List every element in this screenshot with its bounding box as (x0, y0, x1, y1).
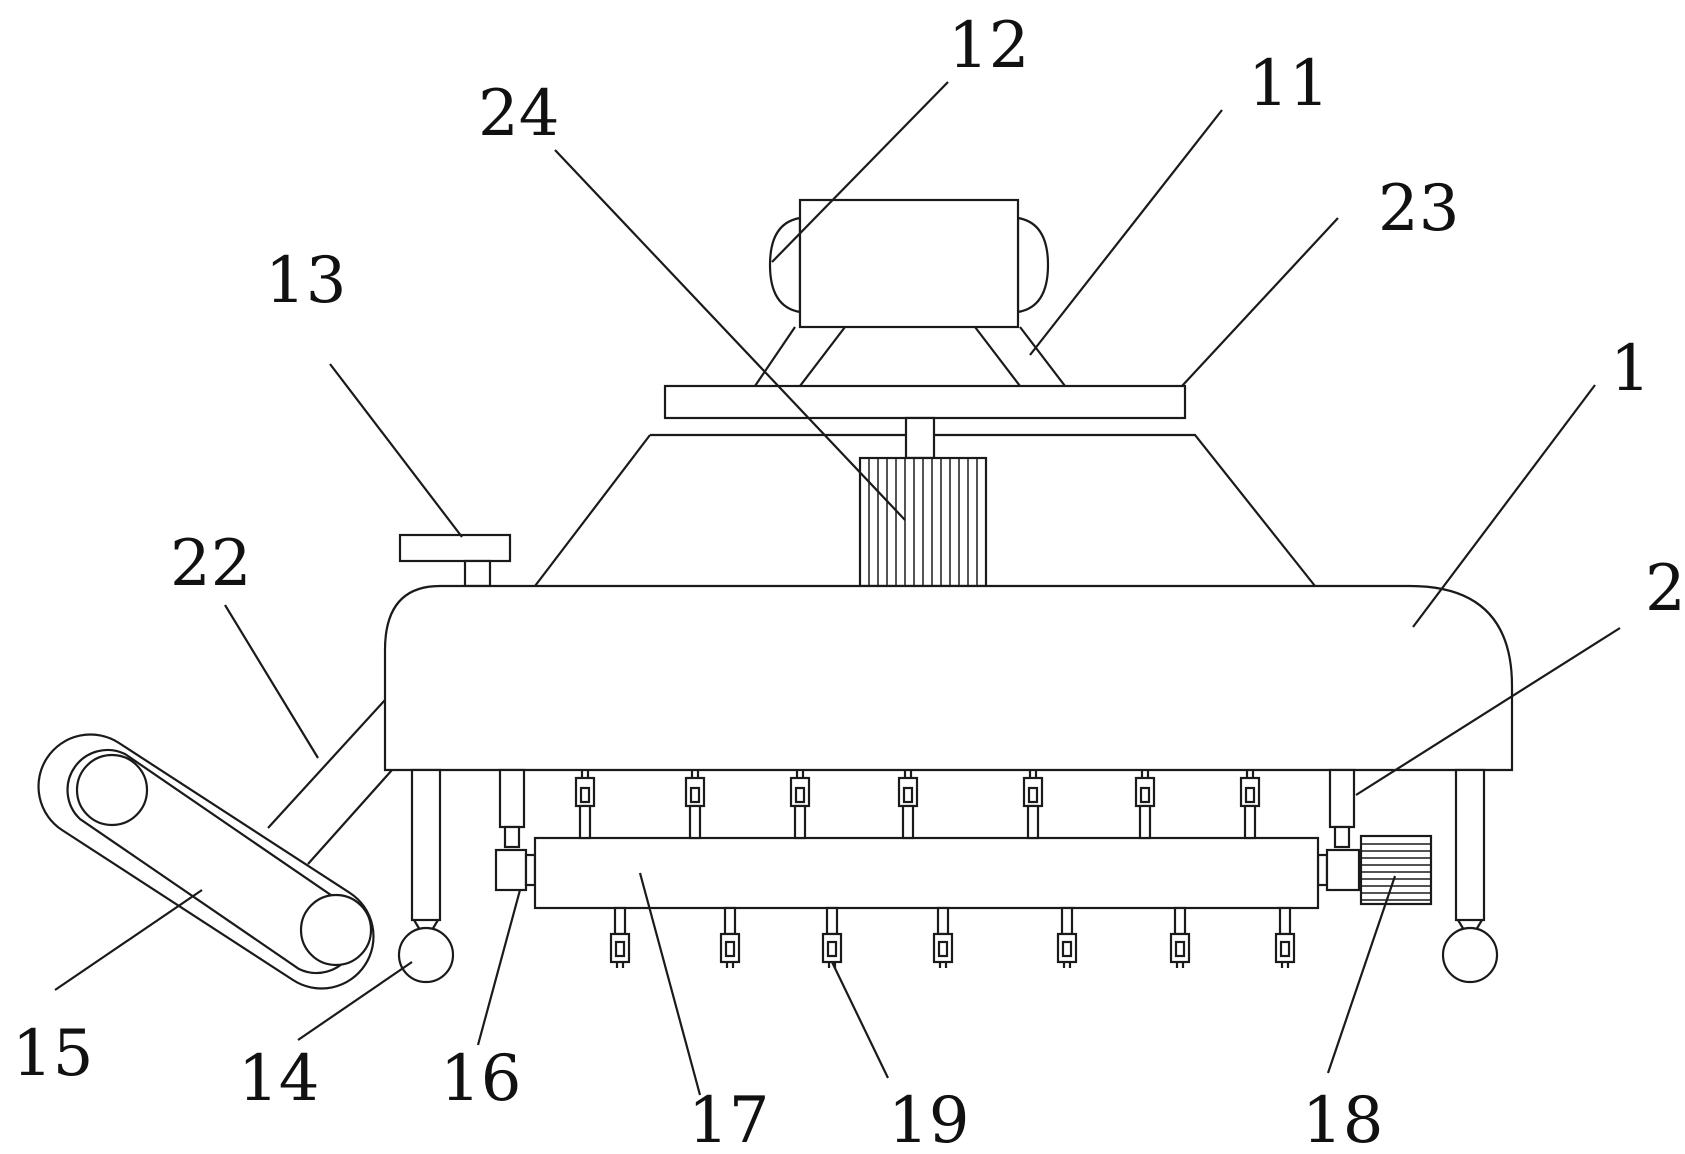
roller-tooth-bottom-5 (1056, 906, 1078, 968)
label-15: 15 (12, 1017, 93, 1091)
roller-tooth-bottom-2 (719, 906, 741, 968)
left-leg (397, 768, 455, 984)
drive-gear (858, 456, 988, 588)
support-struts (754, 326, 1066, 387)
belt-conveyor (37, 733, 375, 990)
roller-tooth-top-7 (1239, 770, 1261, 840)
label-17: 17 (688, 1084, 769, 1154)
roller-tooth-top-1 (574, 770, 596, 840)
leader-22 (224, 604, 319, 759)
leader-24 (554, 149, 906, 521)
pulley-right (299, 893, 373, 967)
bearing-left (494, 848, 537, 892)
motor-left-cap (768, 216, 802, 314)
bearing-right (1316, 848, 1361, 892)
roller-supports (498, 768, 1356, 849)
left-wheel (397, 926, 455, 984)
leader-17 (638, 872, 702, 1096)
leader-lines (54, 81, 1621, 1096)
label-24: 24 (478, 77, 559, 151)
label-12: 12 (948, 9, 1029, 83)
pulley-left (75, 753, 149, 827)
label-18: 18 (1302, 1084, 1383, 1154)
leader-23 (1181, 217, 1339, 387)
label-14: 14 (238, 1042, 319, 1116)
roller-motor (1359, 834, 1433, 906)
leader-2 (1355, 627, 1621, 796)
leader-16 (476, 889, 522, 1046)
label-13: 13 (265, 244, 346, 318)
leader-13 (329, 363, 463, 538)
leader-18 (1326, 875, 1397, 1074)
roller-tooth-top-5 (1022, 770, 1044, 840)
top-plate (663, 384, 1187, 420)
label-19: 19 (888, 1084, 969, 1154)
leader-19 (831, 961, 889, 1079)
roller-tooth-top-3 (789, 770, 811, 840)
label-22: 22 (170, 527, 251, 601)
right-wheel (1441, 926, 1499, 984)
label-1: 1 (1610, 332, 1651, 406)
roller-tooth-top-2 (684, 770, 706, 840)
label-11: 11 (1248, 47, 1329, 121)
teeth-bottom-row (609, 906, 1296, 968)
leader-14 (297, 961, 413, 1041)
roller-tooth-bottom-4 (932, 906, 954, 968)
leader-12 (771, 81, 949, 263)
main-body (383, 584, 1514, 772)
roller-tooth-top-4 (897, 770, 919, 840)
shaft-coupling (904, 416, 936, 460)
motor-box (798, 198, 1020, 329)
callout-labels: 12 11 24 23 13 1 2 22 15 14 16 17 19 18 (12, 9, 1685, 1154)
roller-tooth-top-6 (1134, 770, 1156, 840)
leader-15 (54, 889, 203, 991)
label-2: 2 (1645, 552, 1685, 626)
roller-tooth-bottom-3 (821, 906, 843, 968)
teeth-top-row (574, 770, 1261, 840)
hood-trapezoid (534, 433, 1316, 587)
right-leg (1441, 768, 1499, 984)
roller-tooth-bottom-7 (1274, 906, 1296, 968)
roller (533, 836, 1320, 910)
roller-tooth-bottom-1 (609, 906, 631, 968)
leader-1 (1412, 384, 1596, 628)
arm-22 (267, 699, 393, 865)
label-23: 23 (1378, 172, 1459, 246)
motor-right-cap (1016, 216, 1050, 314)
handle (398, 533, 512, 588)
label-16: 16 (440, 1042, 521, 1116)
motor-housing (768, 198, 1050, 329)
leader-11 (1029, 109, 1223, 356)
roller-tooth-bottom-6 (1169, 906, 1191, 968)
